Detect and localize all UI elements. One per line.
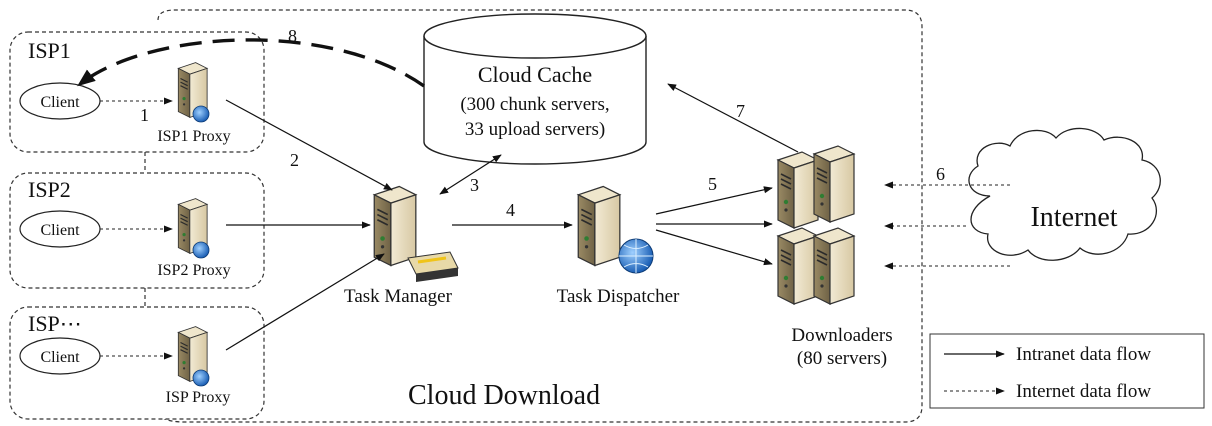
step-label-5: 5 <box>708 174 717 194</box>
isp1-proxy-server-icon <box>177 61 210 123</box>
isp3-client-label: Client <box>40 349 80 366</box>
task-manager-server-icon <box>373 185 459 282</box>
task-dispatcher-label: Task Dispatcher <box>557 286 680 307</box>
cloud-download-region <box>157 9 923 423</box>
task-dispatcher-server-icon <box>577 185 654 274</box>
legend-internet-label: Internet data flow <box>1016 381 1151 402</box>
step-label-6: 6 <box>936 164 945 184</box>
arrow-isp3-proxy-to-task-manager <box>225 253 385 351</box>
isp2-proxy-label: ISP2 Proxy <box>157 262 230 279</box>
internet-cloud-shape <box>968 127 1161 261</box>
isp1-proxy-label: ISP1 Proxy <box>157 128 230 145</box>
isp1-label: ISP1 <box>28 38 71 63</box>
arrow-3-task-manager-cloud-cache <box>439 154 502 195</box>
step-label-7: 7 <box>736 101 745 121</box>
internet-label: Internet <box>1030 202 1117 233</box>
cloud-cache-title: Cloud Cache <box>478 62 592 87</box>
legend-intranet-label: Intranet data flow <box>1016 344 1151 365</box>
step-label-2: 2 <box>290 150 299 170</box>
step-label-4: 4 <box>506 200 515 220</box>
step-label-3: 3 <box>470 175 479 195</box>
isp2-client-label: Client <box>40 222 80 239</box>
downloaders-label-line1: Downloaders <box>791 325 892 346</box>
downloaders-label-line2: (80 servers) <box>797 348 887 369</box>
cloud-download-label: Cloud Download <box>408 380 600 411</box>
isp3-label: ISP⋯ <box>28 311 82 336</box>
isp2-label: ISP2 <box>28 177 71 202</box>
isp3-proxy-label: ISP Proxy <box>166 389 231 406</box>
step-label-8: 8 <box>288 26 297 46</box>
arrow-dispatcher-to-downloader-bottom <box>655 229 773 266</box>
step-label-1: 1 <box>140 105 149 125</box>
isp2-proxy-server-icon <box>177 197 210 259</box>
cloud-cache-detail-line1: (300 chunk servers, <box>460 94 609 115</box>
arrow-7-downloaders-to-cloud-cache <box>667 83 799 153</box>
downloaders-server-cluster-icon <box>777 145 855 305</box>
legend-box <box>929 333 1205 409</box>
cloud-cache-database-icon <box>423 13 647 165</box>
isp3-proxy-server-icon <box>177 326 210 387</box>
arrow-8-cloud-cache-to-isp1-client <box>77 38 425 88</box>
arrow-2-isp1-proxy-to-task-manager <box>225 99 393 191</box>
isp1-client-label: Client <box>40 94 80 111</box>
cloud-cache-detail-line2: 33 upload servers) <box>465 119 605 140</box>
arrow-5-dispatcher-to-downloader-top <box>655 186 773 215</box>
task-manager-label: Task Manager <box>344 286 453 307</box>
